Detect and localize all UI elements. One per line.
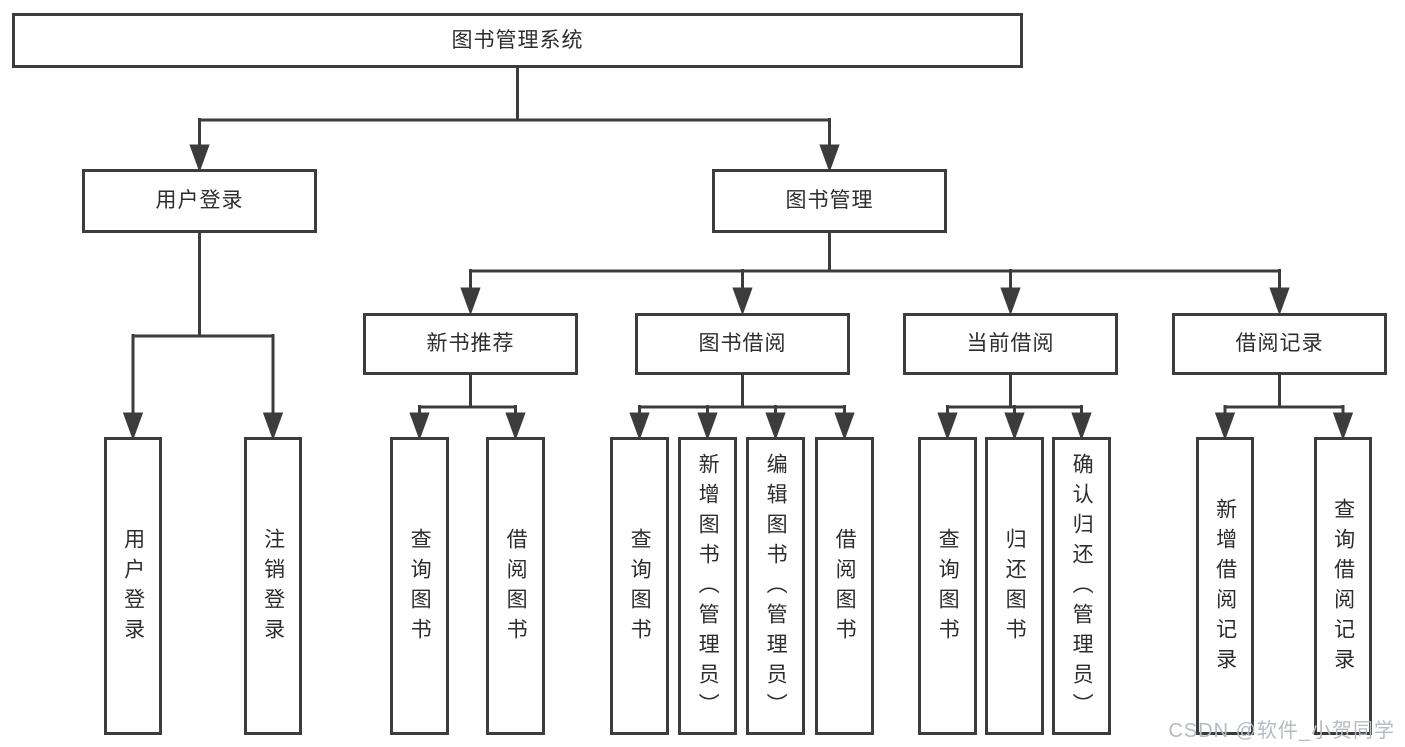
leaf-query-borrow-record: 查询借阅记录: [1314, 437, 1372, 735]
leaf-query-books-borrowing: 查询图书: [610, 437, 669, 735]
leaf-query-books-recommend: 查询图书: [390, 437, 449, 735]
node-library-management-system: 图书管理系统: [12, 13, 1023, 68]
leaf-add-book-admin: 新增图书（管理员）: [678, 437, 737, 735]
node-book-borrowing: 图书借阅: [635, 313, 850, 375]
leaf-confirm-return-admin: 确认归还（管理员）: [1052, 437, 1111, 735]
leaf-borrow-books-recommend: 借阅图书: [486, 437, 545, 735]
leaf-logout: 注销登录: [244, 437, 302, 735]
leaf-borrow-books: 借阅图书: [815, 437, 874, 735]
leaf-edit-book-admin: 编辑图书（管理员）: [746, 437, 805, 735]
node-book-management: 图书管理: [712, 169, 947, 233]
node-new-book-recommendation: 新书推荐: [363, 313, 578, 375]
node-current-borrowing: 当前借阅: [903, 313, 1118, 375]
csdn-watermark: CSDN @软件_小贺同学: [1168, 720, 1395, 742]
leaf-return-books: 归还图书: [985, 437, 1044, 735]
leaf-query-books-current: 查询图书: [918, 437, 977, 735]
node-borrow-records: 借阅记录: [1172, 313, 1387, 375]
leaf-user-login: 用户登录: [104, 437, 162, 735]
node-user-login: 用户登录: [82, 169, 317, 233]
leaf-add-borrow-record: 新增借阅记录: [1196, 437, 1254, 735]
